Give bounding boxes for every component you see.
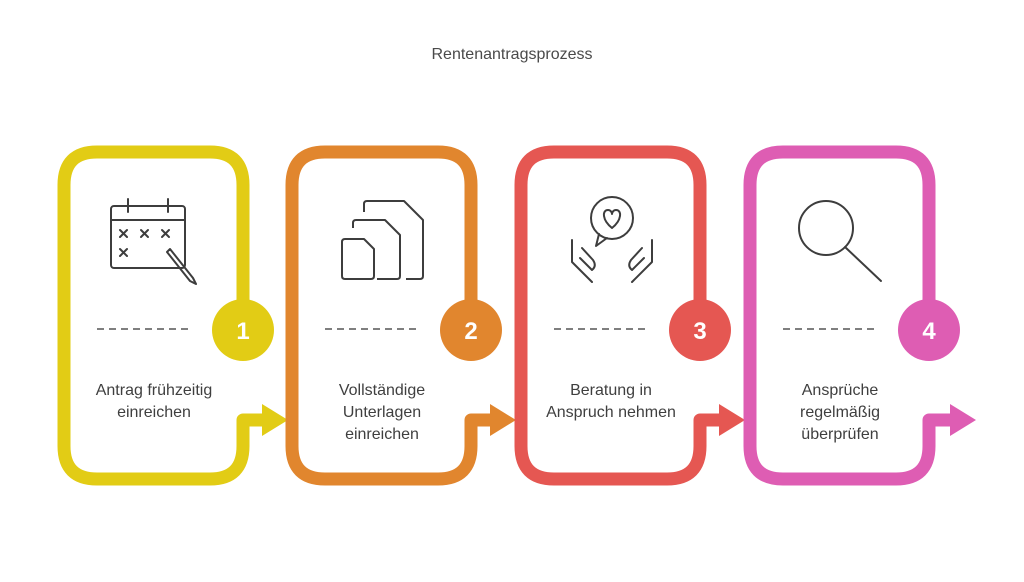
- step-1-frame: [57, 145, 269, 486]
- step-2-label: Vollständige Unterlagen einreichen: [338, 382, 426, 443]
- step-3-arrow: [719, 404, 745, 436]
- step-1-number: 1: [236, 318, 249, 345]
- step-2: 2: [285, 145, 516, 486]
- step-1-arrow: [262, 404, 288, 436]
- step-4-badge: [898, 299, 960, 361]
- step-2-badge: [440, 299, 502, 361]
- step-2-number: 2: [464, 318, 477, 345]
- heart-hands-icon: [571, 196, 653, 283]
- step-4-frame: [743, 145, 957, 486]
- step-1-label: Antrag frühzeitig einreichen: [95, 382, 213, 421]
- magnifier-icon: [798, 200, 882, 282]
- step-3-badge: [669, 299, 731, 361]
- step-4-label: Ansprüche regelmäßig überprüfen: [799, 382, 881, 443]
- step-3-label: Beratung in Anspruch nehmen: [546, 382, 676, 421]
- documents-icon: [341, 200, 424, 280]
- step-2-arrow: [490, 404, 516, 436]
- step-1: 1: [57, 145, 288, 486]
- step-1-badge: [212, 299, 274, 361]
- step-2-frame: [285, 145, 497, 486]
- diagram-title: Rentenantragsprozess: [431, 46, 593, 63]
- step-3: 3: [514, 145, 745, 486]
- step-4-number: 4: [922, 318, 936, 345]
- step-3-number: 3: [693, 318, 706, 345]
- step-4: 4: [743, 145, 976, 486]
- step-4-arrow: [950, 404, 976, 436]
- calendar-pencil-icon: [110, 198, 197, 285]
- step-3-frame: [514, 145, 726, 486]
